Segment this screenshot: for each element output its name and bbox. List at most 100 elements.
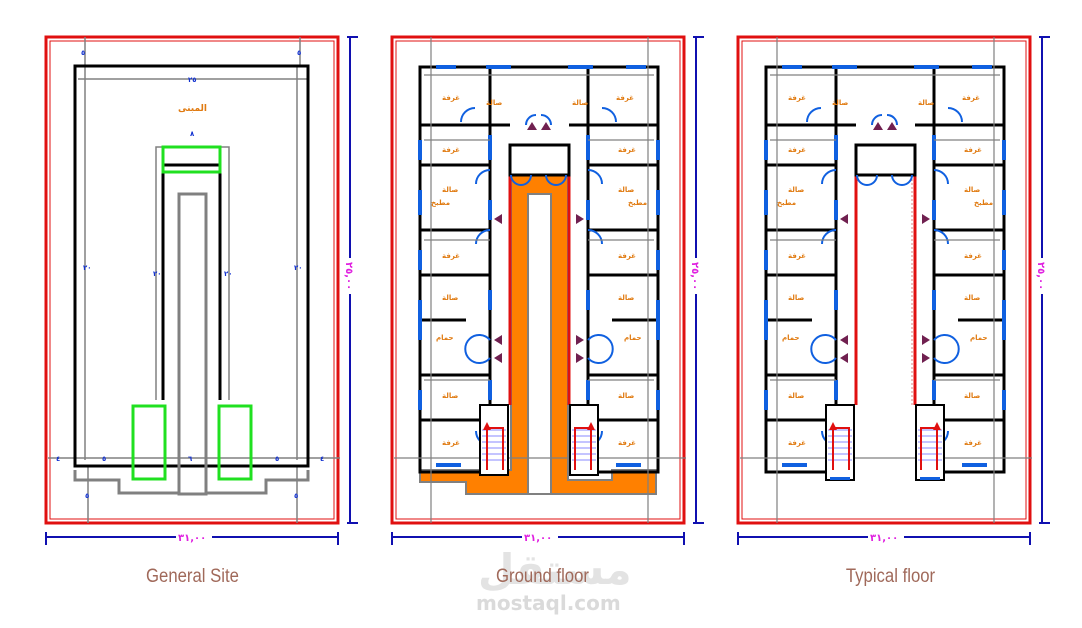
- room-label: غرفة: [618, 439, 636, 447]
- room-label: غرفة: [618, 252, 636, 260]
- caption-ground-floor: Ground floor: [496, 566, 589, 587]
- svg-text:٥: ٥: [275, 455, 279, 463]
- room-label: غرفة: [442, 439, 460, 447]
- typical-floor-drawing: غرفة صالة صالة غرفة غرفة غرفة صالة صالة …: [732, 0, 1062, 560]
- room-label: مطبخ: [628, 199, 647, 207]
- room-label: مطبخ: [974, 199, 993, 207]
- height-dimension-label: ٢٥,٠٠: [689, 262, 700, 290]
- courtyard-orange: [419, 174, 657, 495]
- room-label: غرفة: [442, 146, 460, 154]
- room-label: صالة: [618, 186, 635, 194]
- room-labels: غرفة صالة صالة غرفة غرفة غرفة صالة صالة …: [777, 94, 993, 447]
- room-label: صالة: [572, 99, 589, 107]
- typical-floor-svg: غرفة صالة صالة غرفة غرفة غرفة صالة صالة …: [736, 35, 1050, 545]
- windows: [418, 65, 660, 467]
- room-label: صالة: [442, 294, 459, 302]
- room-label: صالة: [618, 392, 635, 400]
- room-label: صالة: [832, 99, 849, 107]
- room-label: غرفة: [788, 146, 806, 154]
- caption-general-site: General Site: [146, 566, 239, 587]
- plot-boundary: [44, 35, 340, 525]
- room-label: صالة: [788, 392, 805, 400]
- room-label: صالة: [618, 294, 635, 302]
- setback-lines: [48, 37, 340, 523]
- svg-text:٢٠: ٢٠: [153, 270, 162, 278]
- room-label: صالة: [918, 99, 935, 107]
- width-dimension: ٣١,٠٠: [45, 530, 339, 545]
- height-dimension-label: ٢٥,٠٠: [1035, 262, 1046, 290]
- height-dimension: ٢٥,٠٠: [689, 36, 704, 524]
- open-void: [854, 175, 917, 405]
- axis-grid: [394, 37, 686, 523]
- svg-text:٥: ٥: [85, 492, 89, 500]
- room-label: غرفة: [964, 146, 982, 154]
- svg-text:٥: ٥: [294, 492, 298, 500]
- room-label: صالة: [964, 186, 981, 194]
- entrance-arrows: [494, 122, 584, 363]
- svg-text:٥: ٥: [297, 49, 301, 57]
- room-label: غرفة: [442, 94, 460, 102]
- svg-text:٤: ٤: [320, 455, 324, 463]
- stair-left: [479, 404, 509, 476]
- svg-text:٢٠: ٢٠: [294, 264, 303, 272]
- apartments-left: [764, 65, 882, 474]
- svg-text:٨: ٨: [190, 130, 195, 138]
- width-dimension: ٣١,٠٠: [737, 530, 1031, 545]
- doors: [806, 107, 963, 446]
- ground-floor-svg: غرفة صالة صالة غرفة غرفة غرفة صالة صالة …: [390, 35, 704, 545]
- parking-left: [131, 404, 167, 481]
- watermark-arabic: مستقل: [478, 545, 632, 594]
- room-label: مطبخ: [777, 199, 796, 207]
- central-courtyard: [73, 146, 310, 496]
- width-dimension: ٣١,٠٠: [391, 530, 685, 545]
- parking-top: [161, 145, 222, 174]
- room-label: غرفة: [962, 94, 980, 102]
- room-label: غرفة: [964, 252, 982, 260]
- svg-text:٥: ٥: [81, 49, 85, 57]
- room-label: غرفة: [442, 252, 460, 260]
- room-label: حمام: [624, 334, 642, 342]
- stair-right: [569, 404, 599, 476]
- watermark-url: mostaql.com: [476, 591, 621, 615]
- room-label: صالة: [788, 186, 805, 194]
- parking-right: [217, 404, 253, 481]
- room-label: غرفة: [618, 146, 636, 154]
- width-dimension-label: ٣١,٠٠: [178, 533, 206, 544]
- room-label: صالة: [442, 392, 459, 400]
- stair-left: [825, 404, 855, 481]
- room-label: غرفة: [788, 94, 806, 102]
- room-label: صالة: [486, 99, 503, 107]
- room-label: غرفة: [616, 94, 634, 102]
- width-dimension-label: ٣١,٠٠: [870, 533, 898, 544]
- svg-text:٢٠: ٢٠: [224, 270, 233, 278]
- room-label: حمام: [436, 334, 454, 342]
- room-labels: غرفة صالة صالة غرفة غرفة غرفة صالة صالة …: [431, 94, 647, 447]
- svg-text:٢٥: ٢٥: [188, 76, 197, 84]
- windows: [764, 65, 1006, 467]
- svg-text:٤: ٤: [56, 455, 60, 463]
- room-label: صالة: [964, 294, 981, 302]
- width-dimension-label: ٣١,٠٠: [524, 533, 552, 544]
- room-label: صالة: [442, 186, 459, 194]
- room-label: مطبخ: [431, 199, 450, 207]
- general-site-svg: ٥ ٥ ٢٥ ٨ ٢٠ ٢٠ ٢٠ ٢٠ ٤ ٥ ٦ ٥ ٤ ٥ ٥ المبنى ٣١,٠٠ ٢٥…: [44, 35, 358, 545]
- svg-text:٢٠: ٢٠: [83, 264, 92, 272]
- room-label: حمام: [782, 334, 800, 342]
- svg-text:٥: ٥: [102, 455, 106, 463]
- room-label: صالة: [964, 392, 981, 400]
- entrance-arrows: [840, 122, 930, 363]
- room-label: غرفة: [788, 252, 806, 260]
- height-dimension: ٢٥,٠٠: [1035, 36, 1050, 524]
- height-dimension-label: ٢٥,٠٠: [343, 262, 354, 290]
- caption-typical-floor: Typical floor: [845, 566, 936, 587]
- axis-grid: [740, 37, 1032, 523]
- ground-floor-drawing: غرفة صالة صالة غرفة غرفة غرفة صالة صالة …: [386, 0, 706, 560]
- plot-boundary: [736, 35, 1032, 525]
- room-label: غرفة: [788, 439, 806, 447]
- building-label: المبنى: [178, 104, 207, 114]
- general-site-drawing: ٥ ٥ ٢٥ ٨ ٢٠ ٢٠ ٢٠ ٢٠ ٤ ٥ ٦ ٥ ٤ ٥ ٥ المبنى ٣١,٠٠ ٢٥…: [40, 0, 360, 560]
- svg-text:٦: ٦: [188, 455, 193, 463]
- plot-boundary: [390, 35, 686, 525]
- height-dimension: ٢٥,٠٠: [343, 36, 358, 524]
- room-label: صالة: [788, 294, 805, 302]
